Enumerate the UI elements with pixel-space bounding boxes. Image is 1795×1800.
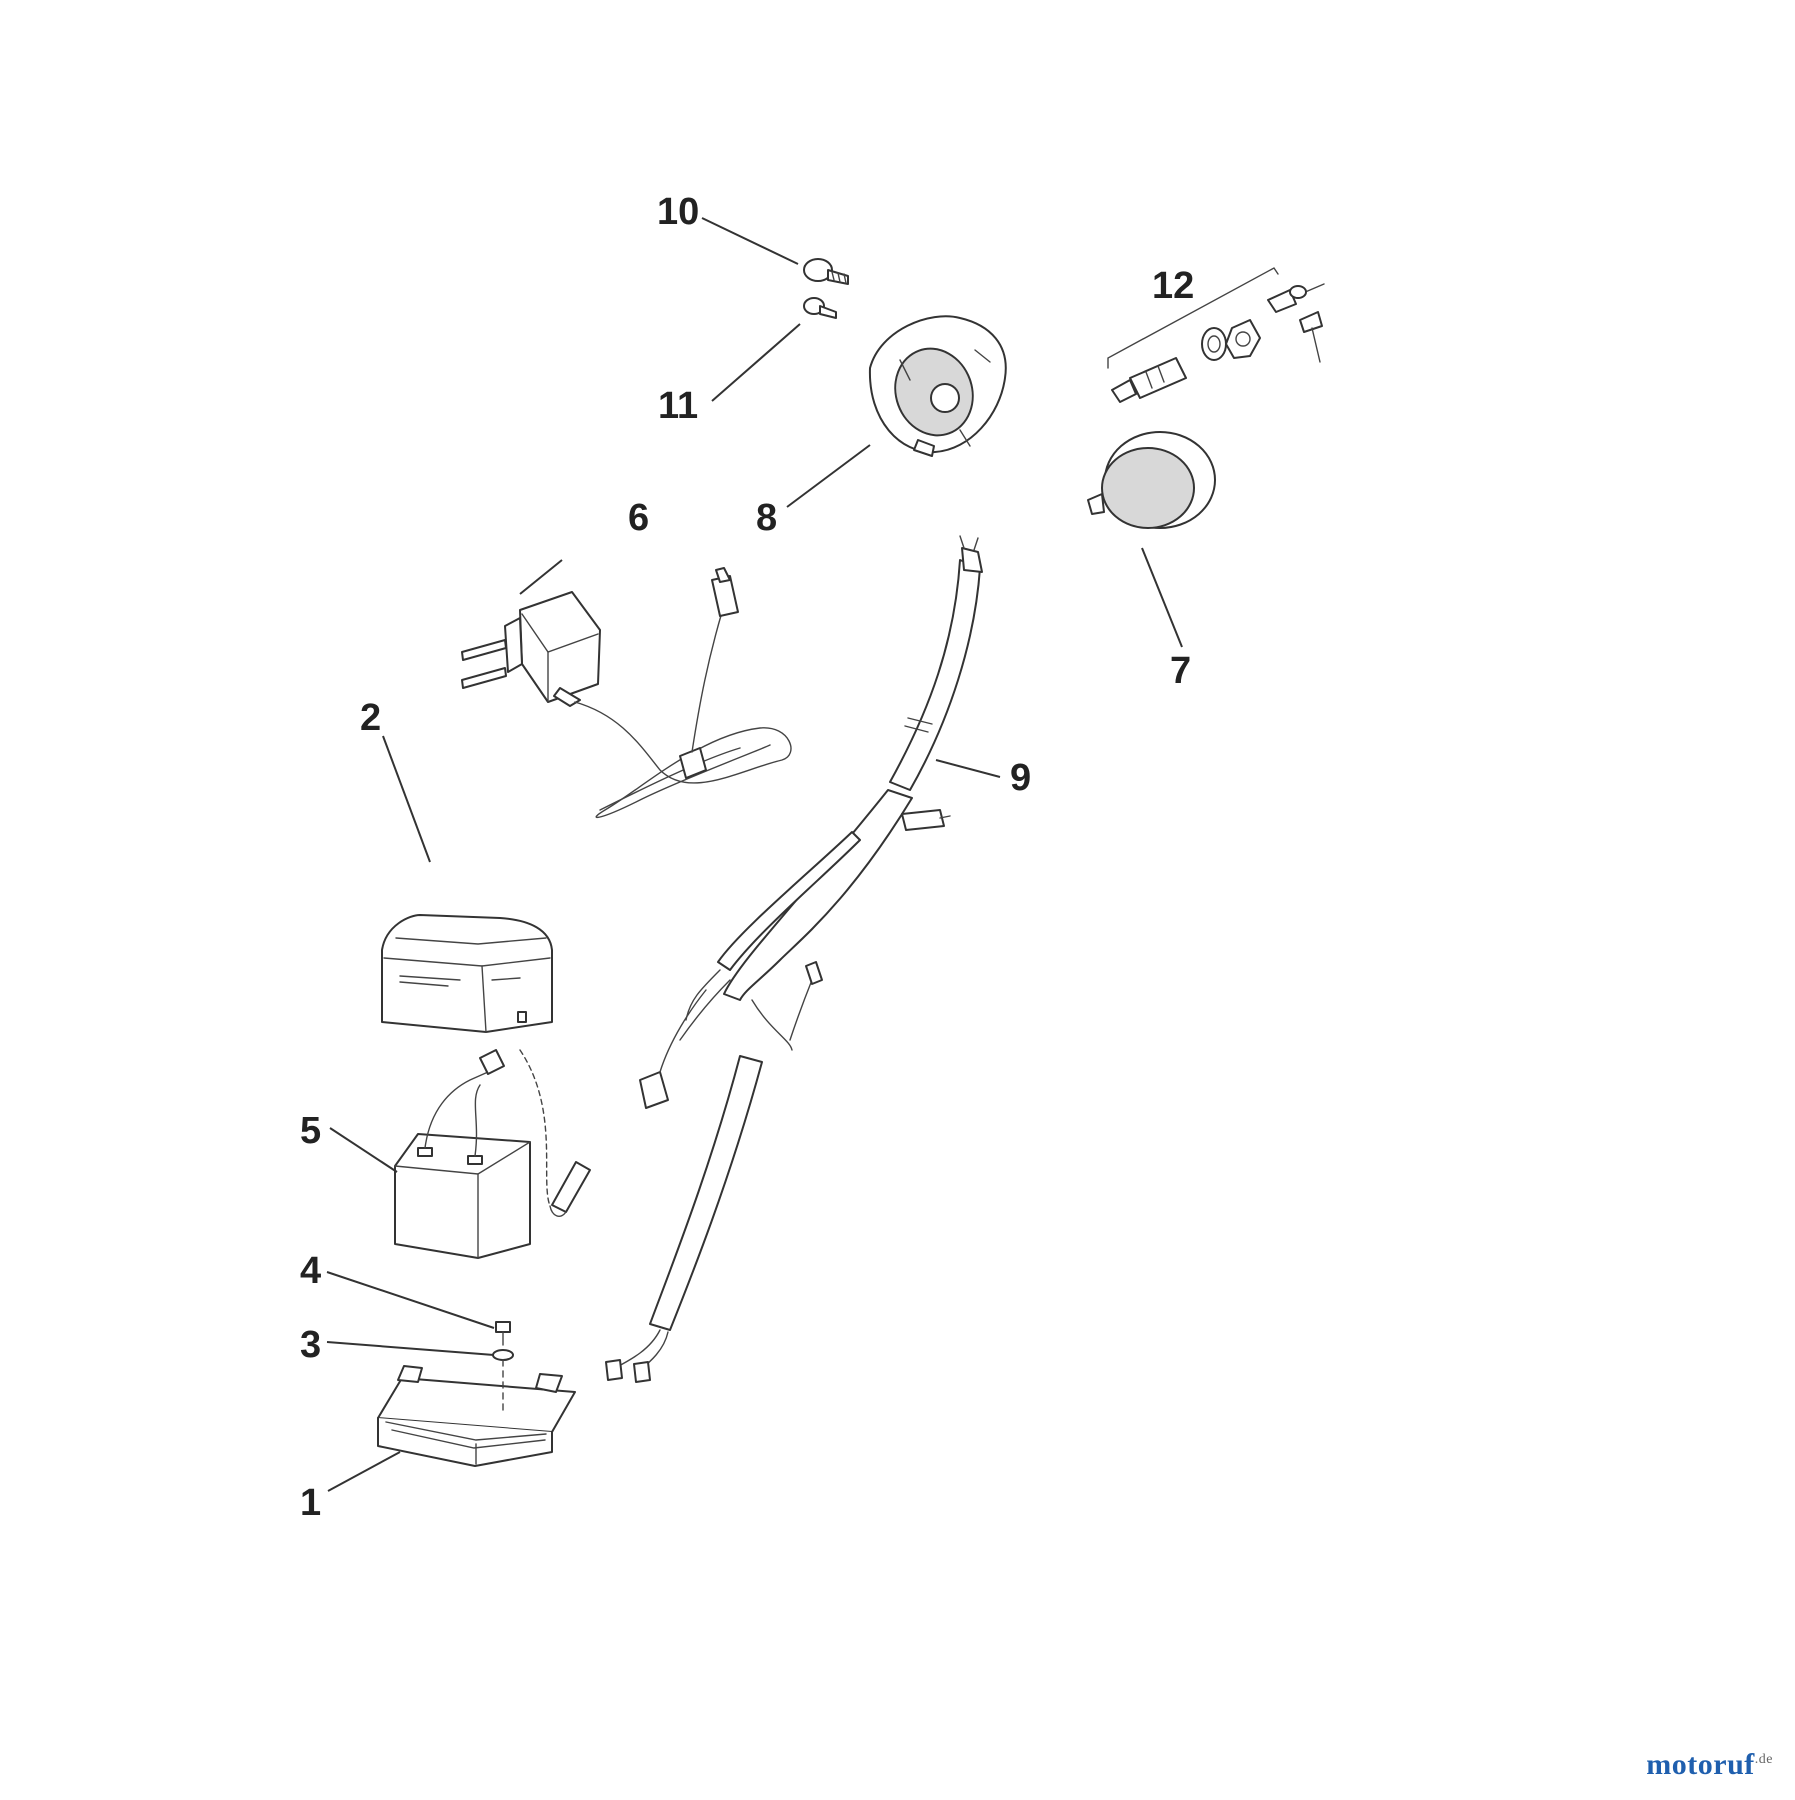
part-battery-tray <box>377 1365 576 1467</box>
callout-4: 4 <box>300 1250 321 1292</box>
callout-6: 6 <box>628 497 649 539</box>
part-bolt <box>495 1321 511 1346</box>
callout-8: 8 <box>756 497 777 539</box>
part-screw-large <box>803 258 849 285</box>
callout-12: 12 <box>1152 265 1194 307</box>
part-charger <box>461 567 792 819</box>
watermark-tld: .de <box>1754 1752 1773 1767</box>
part-battery-cover <box>381 914 553 1033</box>
leader-lines <box>326 217 1183 1492</box>
callout-5: 5 <box>300 1110 321 1152</box>
part-cap <box>1087 431 1216 529</box>
callout-10: 10 <box>657 191 699 233</box>
part-key-switch-set <box>1107 267 1325 403</box>
callout-numbers: 1 2 3 4 5 6 7 8 9 10 11 12 <box>300 191 1194 1524</box>
callout-1: 1 <box>300 1482 321 1524</box>
watermark-logo: motoruf.de <box>1646 1748 1773 1782</box>
callout-7: 7 <box>1170 650 1191 692</box>
callout-11: 11 <box>658 385 698 427</box>
callout-3: 3 <box>300 1324 321 1366</box>
watermark-brand: motoruf <box>1646 1748 1755 1781</box>
part-screw-small <box>803 297 837 319</box>
callout-2: 2 <box>360 697 381 739</box>
part-washer <box>492 1349 514 1361</box>
part-battery <box>394 1049 591 1259</box>
part-switch-housing <box>868 315 1007 457</box>
part-cable-harness <box>605 535 983 1383</box>
callout-9: 9 <box>1010 757 1031 799</box>
